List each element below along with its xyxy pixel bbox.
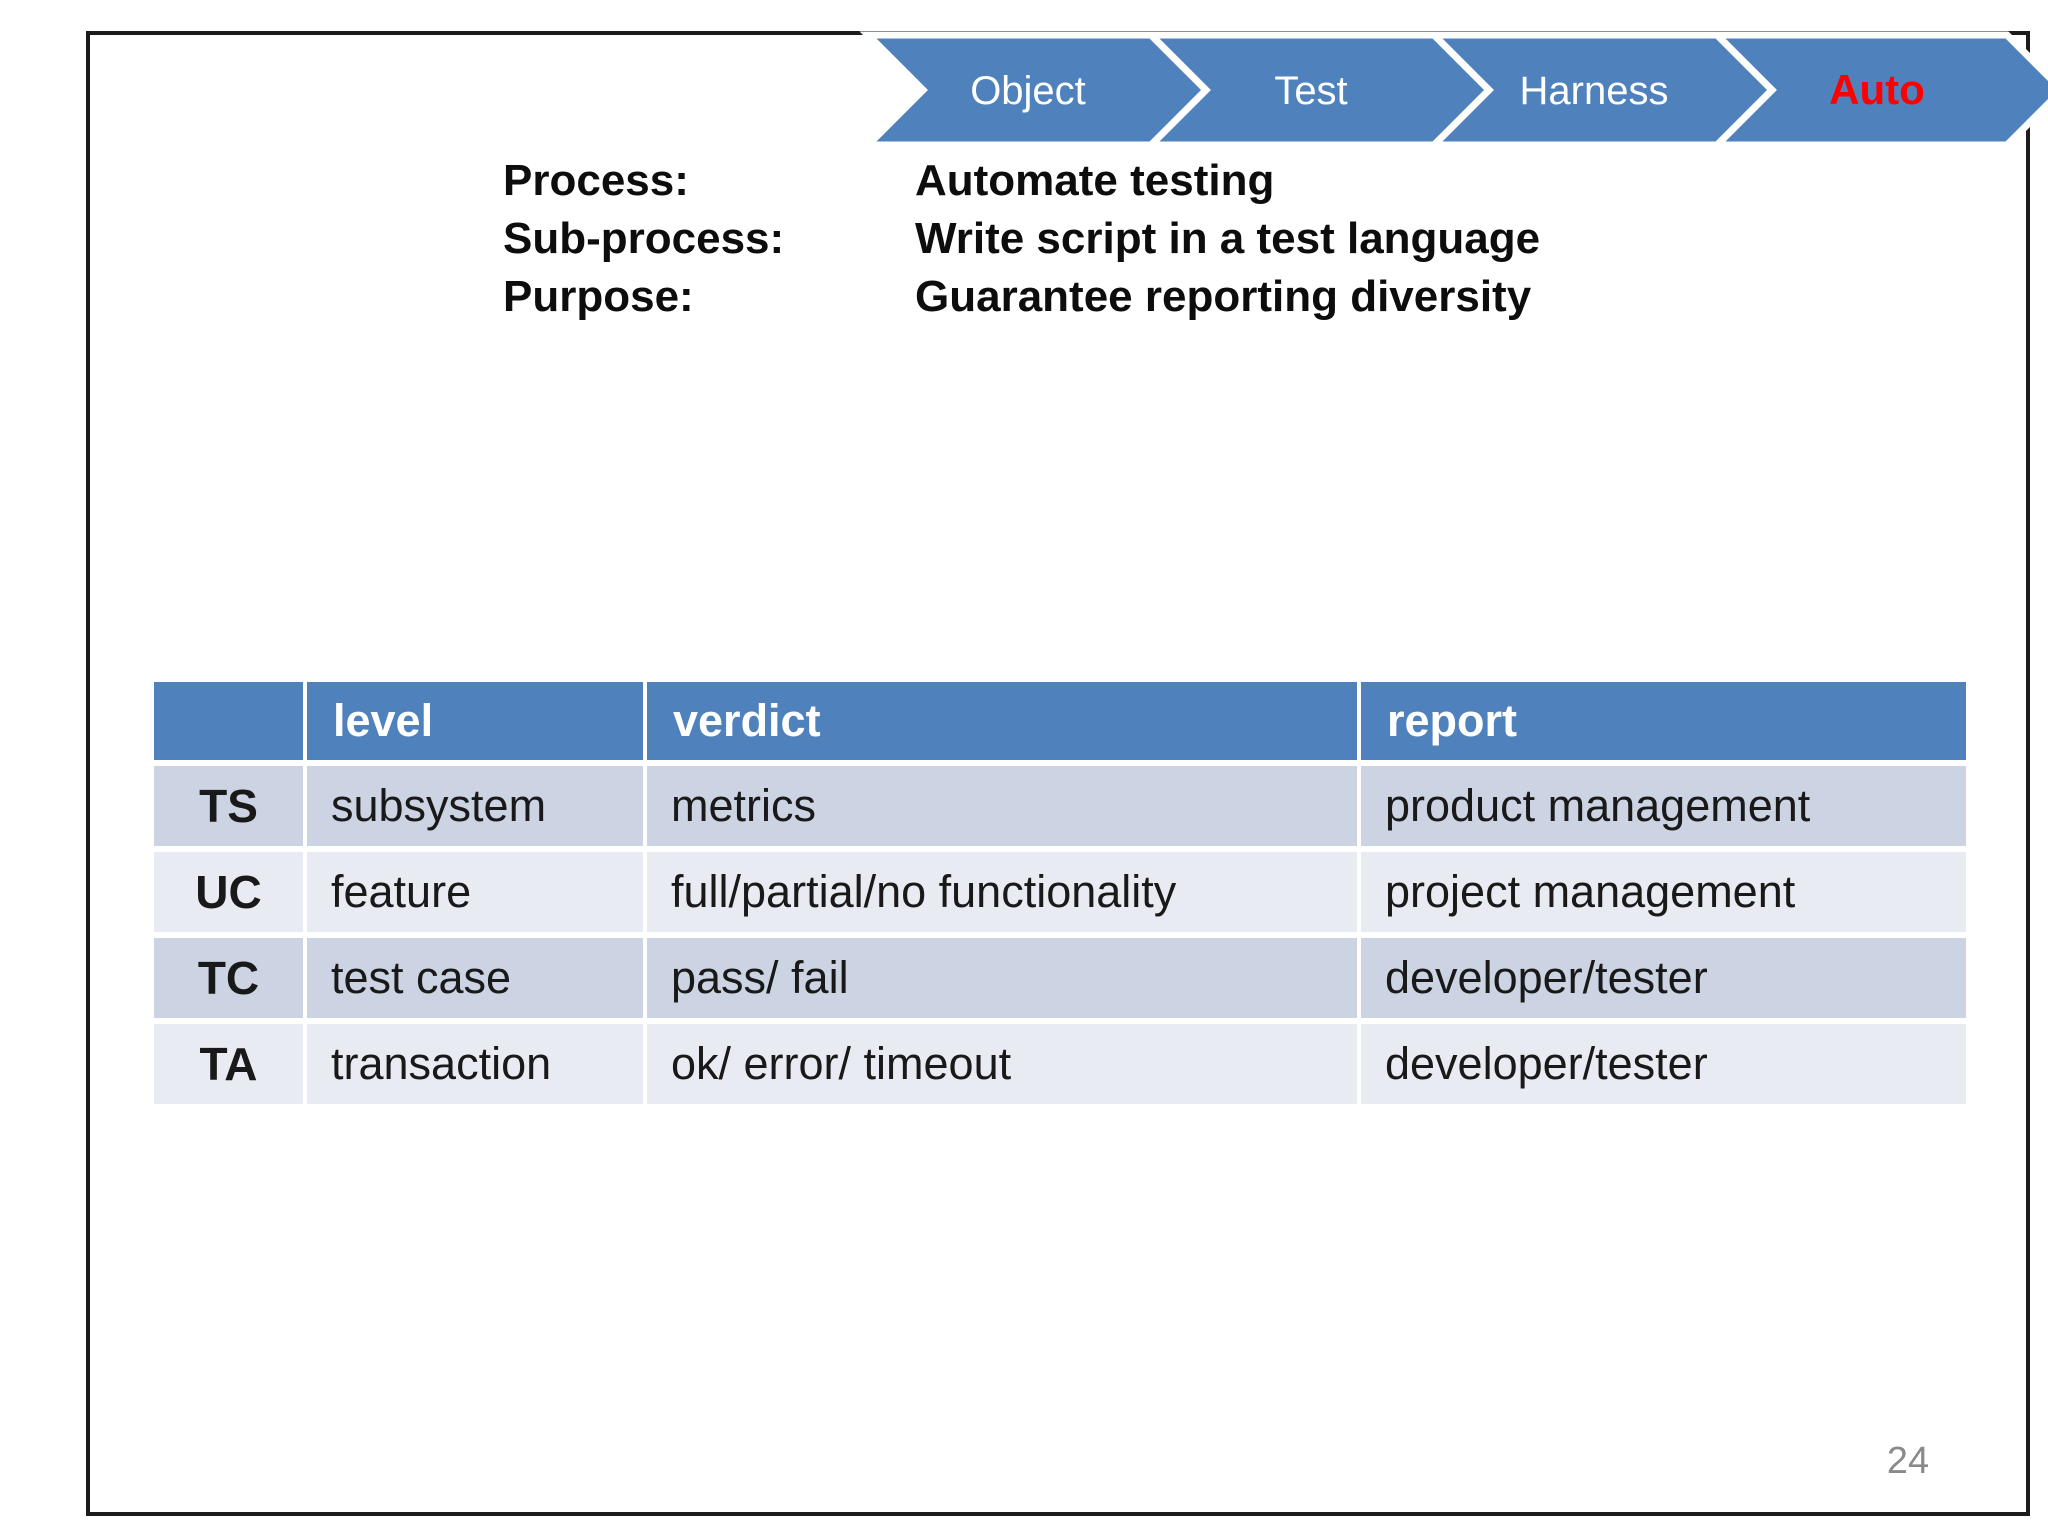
- table-cell-verdict: metrics: [647, 766, 1357, 846]
- table-header-level: level: [307, 682, 643, 760]
- chevron-object-label: Object: [970, 69, 1086, 113]
- process-info-row: Sub-process: Write script in a test lang…: [503, 210, 1540, 268]
- table-header-report: report: [1361, 682, 1966, 760]
- process-info-row: Purpose: Guarantee reporting diversity: [503, 268, 1540, 326]
- sub-process-value: Write script in a test language: [915, 214, 1541, 263]
- chevron-auto-label: Auto: [1829, 66, 1925, 113]
- table-cell-level: transaction: [307, 1024, 643, 1104]
- table-cell-report: project management: [1361, 852, 1966, 932]
- page-number: 24: [1886, 1440, 1930, 1482]
- table-cell-report: developer/tester: [1361, 938, 1966, 1018]
- table-cell-verdict: pass/ fail: [647, 938, 1357, 1018]
- table-cell-level: subsystem: [307, 766, 643, 846]
- process-info-row: Process: Automate testing: [503, 152, 1540, 210]
- table-row-key: UC: [154, 852, 303, 932]
- table-cell-verdict: ok/ error/ timeout: [647, 1024, 1357, 1104]
- table-cell-report: product management: [1361, 766, 1966, 846]
- process-label: Process:: [503, 156, 689, 205]
- table-header-verdict: verdict: [647, 682, 1357, 760]
- table-cell-report: developer/tester: [1361, 1024, 1966, 1104]
- table-cell-level: test case: [307, 938, 643, 1018]
- purpose-label: Purpose:: [503, 272, 694, 321]
- verdict-report-table: level verdict report TS subsystem metric…: [154, 682, 1966, 1104]
- sub-process-label: Sub-process:: [503, 214, 785, 263]
- table-row-key: TC: [154, 938, 303, 1018]
- chevron-harness-label: Harness: [1520, 69, 1669, 113]
- table-row-key: TA: [154, 1024, 303, 1104]
- process-flow-chevrons: Object Test Harness Auto: [859, 31, 2048, 149]
- chevron-auto: [1708, 31, 2048, 149]
- table-cell-verdict: full/partial/no functionality: [647, 852, 1357, 932]
- purpose-value: Guarantee reporting diversity: [915, 272, 1532, 321]
- process-value: Automate testing: [915, 156, 1275, 205]
- chevron-test-label: Test: [1274, 69, 1347, 113]
- table-header-blank: [154, 682, 303, 760]
- table-row-key: TS: [154, 766, 303, 846]
- table-cell-level: feature: [307, 852, 643, 932]
- process-info-block: Process: Automate testing Sub-process: W…: [503, 152, 1540, 326]
